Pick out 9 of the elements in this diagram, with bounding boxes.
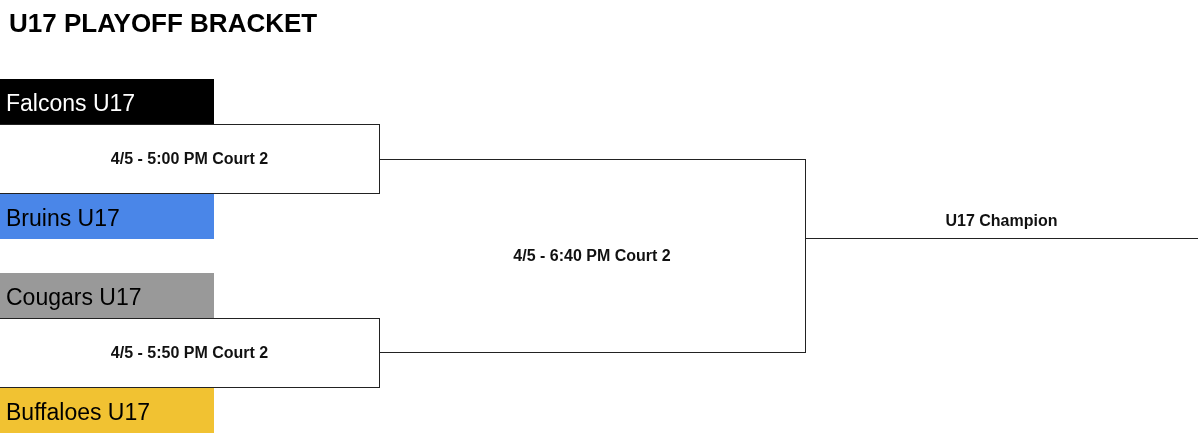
match-bracket: 4/5 - 5:50 PM Court 2 <box>0 318 380 388</box>
team-box: Bruins U17 <box>0 194 214 239</box>
team-box: Falcons U17 <box>0 79 214 124</box>
match-bracket: 4/5 - 6:40 PM Court 2 <box>379 159 806 353</box>
team-box: Cougars U17 <box>0 273 214 318</box>
team-box: Buffaloes U17 <box>0 388 214 433</box>
match-bracket: 4/5 - 5:00 PM Court 2 <box>0 124 380 194</box>
champion-slot: U17 Champion <box>805 204 1198 239</box>
bracket-title: U17 PLAYOFF BRACKET <box>9 8 318 39</box>
